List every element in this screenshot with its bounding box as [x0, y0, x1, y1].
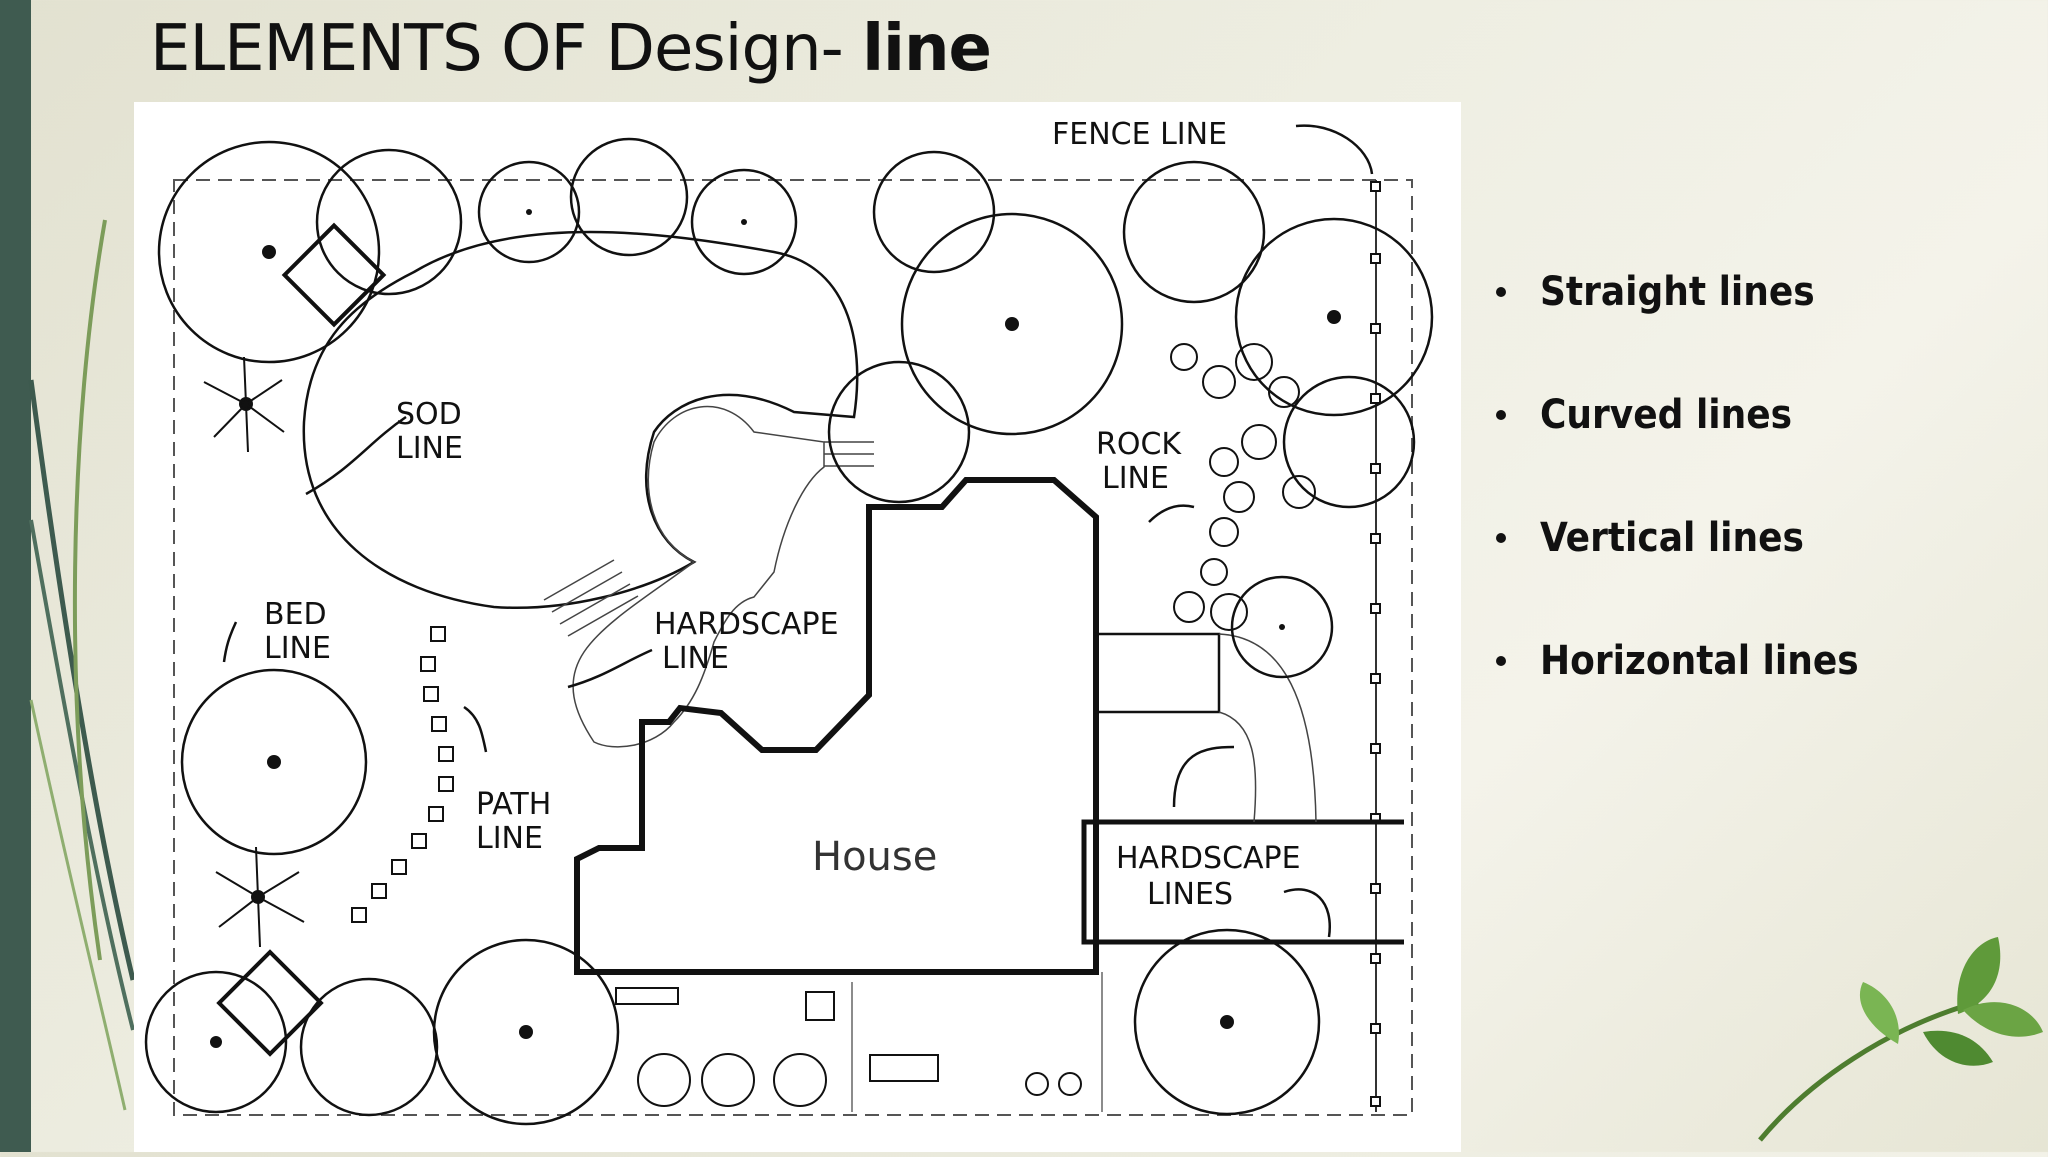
left-accent-bar — [0, 0, 31, 1152]
label-sod-line: LINE — [396, 431, 463, 466]
label-rock-line: ROCK — [1096, 427, 1182, 462]
walk-edge — [1218, 633, 1317, 823]
label-rock-line: LINE — [1102, 461, 1169, 496]
bullet-dot — [1496, 286, 1506, 297]
bullet-dot — [1496, 409, 1506, 420]
label-sod-line: SOD — [396, 397, 462, 432]
fence-posts — [1370, 181, 1381, 1107]
slide-title: ELEMENTS OF Design- line — [150, 12, 992, 86]
path-stones — [351, 626, 454, 923]
leaf-decoration — [1758, 937, 2043, 1142]
arrow-sod — [305, 415, 407, 496]
arrow-rock — [1148, 504, 1195, 523]
bullet-item: Vertical lines — [1496, 476, 1859, 599]
bullet-dot — [1496, 532, 1506, 543]
label-house: House — [812, 834, 937, 880]
bench — [615, 987, 679, 1005]
label-path-line: PATH — [476, 787, 551, 822]
bullet-list: Straight lines Curved lines Vertical lin… — [1496, 230, 1859, 722]
shrub-row — [637, 1053, 827, 1107]
side-walk — [1081, 819, 1404, 945]
arrow-hardscape-lines-2 — [1283, 888, 1332, 938]
arrow-hardscape — [567, 648, 653, 689]
sod-line-shape — [302, 230, 859, 609]
rock-cluster — [1170, 343, 1316, 631]
landscape-plan-drawing: FENCE LINE SOD LINE ROCK LINE BED LINE H… — [144, 117, 1434, 1126]
bullet-item: Horizontal lines — [1496, 599, 1859, 722]
landscape-plan-image: FENCE LINE SOD LINE ROCK LINE BED LINE H… — [134, 102, 1461, 1152]
bullet-text: Straight lines — [1540, 268, 1815, 315]
trees — [144, 137, 1434, 1126]
title-regular: ELEMENTS OF Design- — [150, 12, 863, 86]
title-bold: line — [862, 12, 992, 86]
house-outline — [574, 477, 1099, 975]
label-hardscape-line: LINE — [662, 641, 729, 676]
label-hardscape-line: HARDSCAPE — [654, 607, 839, 642]
bullet-text: Curved lines — [1540, 391, 1793, 438]
bullet-item: Curved lines — [1496, 353, 1859, 476]
diamond-shrub — [216, 949, 324, 1057]
arrow-hardscape-lines — [1172, 745, 1235, 808]
label-path-line: LINE — [476, 821, 543, 856]
property-boundary — [173, 179, 1413, 1116]
label-hardscape-lines: LINES — [1147, 877, 1233, 912]
bullet-dot — [1496, 655, 1506, 666]
bullet-text: Horizontal lines — [1540, 637, 1859, 684]
arrow-path — [463, 705, 488, 753]
table — [869, 1054, 939, 1082]
spiky-shrub — [203, 356, 305, 948]
label-fence-line: FENCE LINE — [1052, 117, 1227, 152]
bullet-item: Straight lines — [1496, 230, 1859, 353]
stepping-rings — [1025, 1072, 1082, 1096]
label-bed-line: LINE — [264, 631, 331, 666]
tree-centers — [210, 209, 1341, 1048]
arrow-fence — [1295, 124, 1374, 175]
arrow-bed — [222, 621, 238, 663]
annotation-arrows — [222, 124, 1374, 938]
planter — [805, 991, 835, 1021]
label-hardscape-lines: HARDSCAPE — [1116, 841, 1301, 876]
diamond-shrub — [281, 222, 387, 328]
grass-decoration — [28, 219, 136, 1111]
label-bed-line: BED — [264, 597, 327, 632]
driveway — [1094, 632, 1221, 714]
patio-shape — [572, 405, 825, 748]
bullet-text: Vertical lines — [1540, 514, 1804, 561]
